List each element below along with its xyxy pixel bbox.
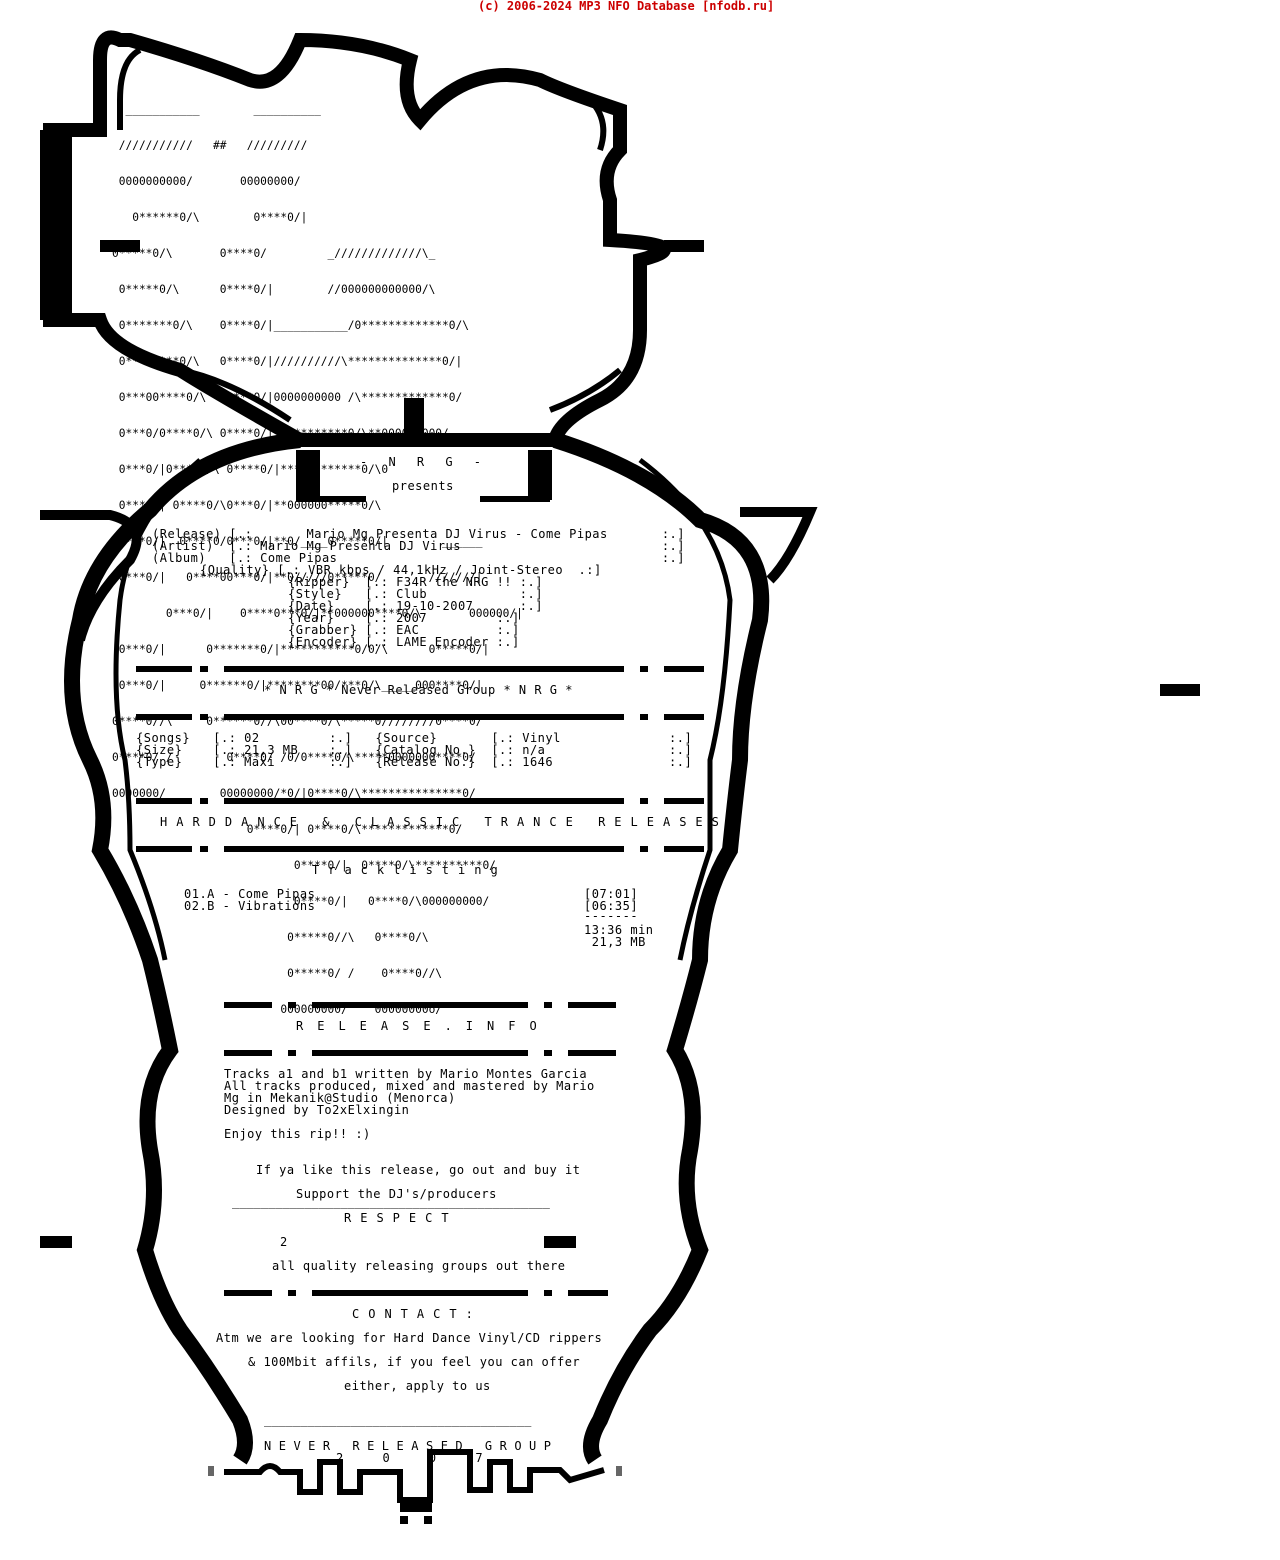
logo-line: 0***0/|0****0/\ 0****0/|************0/\0 (112, 463, 389, 476)
logo-ascii: ___________ __________ /////////// ## //… (112, 80, 523, 1028)
support-line: Support the DJ's/producers (296, 1187, 497, 1201)
buy-line: If ya like this release, go out and buy … (256, 1163, 581, 1177)
copyright-notice: (c) 2006-2024 MP3 NFO Database [nfodb.ru… (478, 0, 775, 13)
right-wing (740, 507, 818, 584)
heart-cheek-right (548, 367, 622, 413)
release-note-line: Tracks a1 and b1 written by Mario Montes… (224, 1067, 588, 1081)
stats-size-catalog: {Size} [.: 21,3 MB :.] {Catalog No.} [.:… (136, 743, 693, 757)
heart-inner-left (117, 47, 142, 130)
release-note-line: Designed by To2xElxingin (224, 1103, 410, 1117)
tracklist-separator: ------- (584, 909, 639, 923)
ripper-field: {Ripper} [.: F34R the NRG !! :.] (288, 575, 543, 589)
footer-year: 2 0 0 7 (336, 1451, 499, 1465)
logo-line: 0***0****0/\ 0****0/|//////////\********… (112, 355, 463, 368)
release-note-line: Mg in Mekanik@Studio (Menorca) (224, 1091, 456, 1105)
stats-type-release: {Type} [.: Maxi :.] {Release No.} [.: 16… (136, 755, 693, 769)
date-field: {Date} [.: 19-10-2007 :.] (288, 599, 543, 613)
logo-line: 0***0/| 0****00***0/|**0/////0*****0/ //… (112, 571, 483, 584)
logo-line: 0***0/0****0/\ 0****0/|***********0/\**0… (112, 427, 449, 440)
category-title: HARDDANCE & CLASSIC TRANCE RELEASES (160, 815, 728, 829)
track-1-label: 01.A - Come Pipas (184, 887, 316, 901)
style-field: {Style} [.: Club :.] (288, 587, 543, 601)
year-field: {Year} [.: 2007 :.] (288, 611, 520, 625)
logo-line: 0****0//\ 0******0//\00****0/\*****0////… (112, 715, 483, 728)
logo-line: 0****0/| 0****0/\000000000/ (112, 895, 490, 908)
logo-line: 0*****0/ / 0****0//\ (112, 967, 443, 980)
logo-line: ___________ __________ (112, 103, 321, 116)
logo-line: 000000000/ 00000000o/ (112, 1003, 443, 1016)
body-outline-left (64, 432, 301, 1465)
track-2-time: [06:35] (584, 899, 639, 913)
stats-songs-source: {Songs} [.: 02 :.] {Source} [.: Vinyl :.… (136, 731, 693, 745)
logo-line: 0000000/ 00000000/*0/|0****0/\**********… (112, 787, 476, 800)
logo-line: 0***0/| 0****0/\0***0/|**000000*****0/\ (112, 499, 382, 512)
nrg-banner: * N R G * Never Released Group * N R G * (264, 683, 573, 697)
body-outline-right-inner (638, 458, 733, 961)
release-info-title: RELEASE.INFO (296, 1019, 551, 1033)
track-1-time: [07:01] (584, 887, 639, 901)
contact-line: either, apply to us (344, 1379, 491, 1393)
logo-line: 0***0/| 0****0/0***0/|**0/____0*****0/| … (112, 535, 483, 548)
logo-line: 0*****0//\ 0****0/\ (112, 931, 429, 944)
heart-inner-right (587, 97, 607, 151)
grabber-field: {Grabber} [.: EAC :.] (288, 623, 520, 637)
total-time: 13:36 min (584, 923, 654, 937)
logo-line: 0*****0/\ 0****0/ _/////////////\_ (112, 247, 436, 260)
body-outline-right (552, 432, 770, 1465)
logo-line: 0000000000/ 00000000/ (112, 175, 301, 188)
artist-field: (Artist) [.: Mario Mg Presenta DJ Virus … (152, 539, 685, 553)
logo-line: 0****0/ / 0****0/ /0/0****0/\*****000000… (112, 751, 476, 764)
respect-number: 2 (280, 1235, 288, 1249)
logo-line: 0***00****0/\ 0****0/|0000000000 /\*****… (112, 391, 463, 404)
heart-cheek-left (179, 367, 292, 423)
encoder-field: {Encoder} [.: LAME Encoder :.] (288, 635, 520, 649)
release-field: (Release) [.: Mario Mg Presenta DJ Virus… (152, 527, 685, 541)
respect-line: all quality releasing groups out there (272, 1259, 566, 1273)
contact-title: CONTACT: (352, 1307, 482, 1321)
group-name: - N R G - (360, 455, 489, 469)
track-2-label: 02.B - Vibrations (184, 899, 316, 913)
contact-line: & 100Mbit affils, if you feel you can of… (248, 1355, 581, 1369)
footer-art (224, 1449, 605, 1503)
logo-line: 0***0/| 0******0/|********00/***0/\_____… (112, 679, 483, 692)
logo-line: 0***0/| 0*******0/|***********0/0/\ 0***… (112, 643, 490, 656)
respect-rule: ________________________________________… (232, 1195, 550, 1209)
footer-group-name: NEVER RELEASED GROUP (264, 1439, 559, 1453)
dither-edges (208, 1466, 622, 1476)
total-size: 21,3 MB (584, 935, 646, 949)
section-dividers (136, 666, 704, 1296)
footer-rule: _____________________________________ (264, 1413, 532, 1427)
enjoy-line: Enjoy this rip!! :) (224, 1127, 371, 1141)
logo-line: 0*******0/\ 0****0/|___________/0*******… (112, 319, 469, 332)
release-note-line: All tracks produced, mixed and mastered … (224, 1079, 595, 1093)
quality-field: {Quality} [.: VBR kbps / 44,1kHz / Joint… (200, 563, 602, 577)
album-field: (Album) [.: Come Pipas :.] (152, 551, 685, 565)
contact-line: Atm we are looking for Hard Dance Vinyl/… (216, 1331, 603, 1345)
logo-line: 0*****0/\ 0****0/| //000000000000/\ (112, 283, 436, 296)
tracklist-title: Tracklisting (312, 863, 507, 877)
logo-line: 0***0/| 0****0***0/|**000000****0/\ 0000… (112, 607, 523, 620)
respect-title: RESPECT (344, 1211, 458, 1225)
logo-line: 0****0/| 0****0/\*************0/ (112, 823, 463, 836)
logo-line: /////////// ## ///////// (112, 139, 308, 152)
logo-line: 0****0/| 0****0/\**********0/ (112, 859, 496, 872)
left-wing (40, 510, 142, 642)
heart-outline (43, 30, 671, 447)
logo-line: 0******0/\ 0****0/| (112, 211, 308, 224)
presents-label: presents (392, 479, 454, 493)
